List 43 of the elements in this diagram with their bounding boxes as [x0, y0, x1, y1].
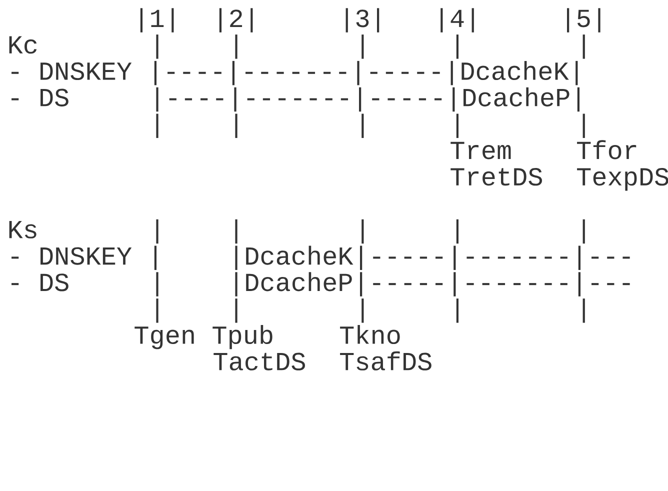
bar-character: |	[156, 114, 158, 138]
bar-character: |	[456, 298, 459, 323]
bar-character: |	[156, 272, 158, 296]
bar-character: |	[235, 114, 238, 138]
time-label: TretDS	[450, 168, 542, 186]
bar-character: |	[362, 114, 364, 138]
bar-character: |	[582, 219, 585, 244]
record-row: |DcacheP|-----|-------|---	[235, 272, 630, 296]
time-label: Trem	[450, 142, 511, 160]
period-number: |3|	[346, 8, 380, 32]
record-label: - DS	[12, 274, 68, 292]
bar-character: |	[582, 114, 585, 138]
period-number: |4|	[440, 8, 474, 32]
bar-character: |	[582, 34, 585, 59]
bar-character: |	[362, 298, 364, 323]
time-label: Tgen Tpub	[134, 324, 272, 350]
time-label: TexpDS	[577, 168, 668, 191]
bar-character: |	[456, 114, 459, 138]
bar-character: |	[456, 34, 459, 59]
time-label: TsafDS	[340, 351, 432, 370]
bar-character: |	[235, 34, 238, 59]
time-label: TactDS	[214, 352, 305, 370]
bar-character: |	[362, 219, 364, 244]
record-row: |DcacheK|-----|-------|---	[235, 246, 630, 270]
period-number: |1|	[140, 8, 174, 32]
bar-character: |	[235, 219, 238, 244]
bar-character: |	[156, 34, 158, 59]
time-label: Tfor	[577, 140, 636, 160]
bar-character: |	[362, 34, 364, 59]
bar-character: |	[456, 219, 459, 244]
key-label: Ks	[9, 221, 36, 238]
record-label: - DS	[12, 88, 68, 106]
record-row: |----|-------|-----|DcacheP|	[156, 87, 580, 112]
key-label: Kc	[9, 36, 37, 54]
record-row: - DNSKEY |----|-------|-----|DcacheK|	[12, 60, 578, 86]
bar-character: |	[156, 219, 158, 244]
period-number: |5|	[567, 8, 600, 32]
time-label: Tkno	[340, 324, 400, 344]
bar-character: |	[235, 298, 238, 323]
bar-character: |	[582, 298, 585, 323]
record-label: - DNSKEY |	[12, 246, 157, 270]
period-number: |2|	[219, 8, 253, 32]
bar-character: |	[156, 298, 158, 323]
